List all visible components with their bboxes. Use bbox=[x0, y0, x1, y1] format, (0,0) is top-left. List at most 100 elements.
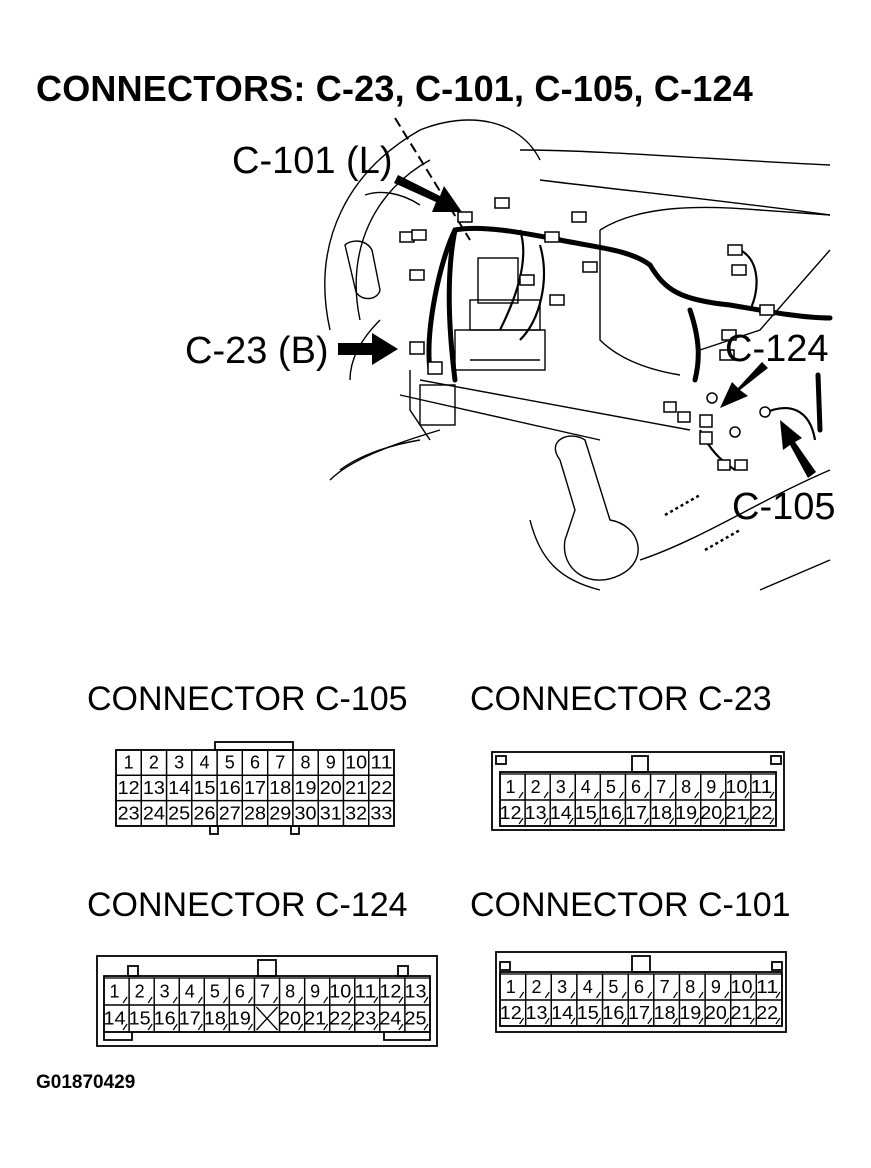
connector-c101-pin-notch bbox=[647, 1017, 653, 1025]
connector-c105-pin-number: 26 bbox=[193, 803, 215, 823]
connector-c105-pin-number: 4 bbox=[199, 753, 209, 773]
connector-c101-pin-number: 18 bbox=[654, 1003, 676, 1023]
connector-c101-pin-notch bbox=[519, 991, 525, 999]
connector-c23-pin-number: 14 bbox=[550, 803, 572, 823]
connector-c23-pin-notch bbox=[744, 791, 750, 799]
connector-c101-pin-notch bbox=[698, 991, 704, 999]
connector-c124-pin-number: 4 bbox=[185, 982, 195, 1002]
connector-c23-pin-notch bbox=[644, 791, 650, 799]
connector-c124-pin-notch bbox=[323, 996, 329, 1004]
connector-c101-pin-notch bbox=[544, 991, 550, 999]
connector-c124-pin-number: 11 bbox=[354, 982, 376, 1002]
connector-c105-pin-number: 8 bbox=[301, 753, 311, 773]
connector-c124-pin-number: 1 bbox=[110, 982, 120, 1002]
connector-c23-pin-number: 7 bbox=[656, 777, 666, 797]
connector-c105-pin-number: 12 bbox=[118, 778, 140, 798]
connector-c124-pin-notch bbox=[247, 996, 253, 1004]
connector-c101-pin-number: 17 bbox=[628, 1003, 650, 1023]
connector-c23-pin-notch bbox=[618, 791, 624, 799]
connector-c23-pin-number: 18 bbox=[650, 803, 672, 823]
connector-c124-pin-number: 22 bbox=[329, 1009, 351, 1029]
connector-c101-pin-number: 7 bbox=[660, 977, 670, 997]
connector-c101-pin-number: 14 bbox=[551, 1003, 573, 1023]
connector-c23-pin-number: 17 bbox=[625, 803, 647, 823]
connector-c101-pin-notch bbox=[544, 1017, 550, 1025]
connector-c23-pin-number: 13 bbox=[525, 803, 547, 823]
connector-c23-pin-notch bbox=[518, 817, 524, 825]
connector-c124-pin-number: 2 bbox=[135, 982, 145, 1002]
connector-c105-pin-number: 1 bbox=[124, 753, 134, 773]
connector-c101-pin-notch bbox=[672, 1017, 678, 1025]
connector-c23-pin-notch bbox=[593, 817, 599, 825]
connector-c124-pin-notch bbox=[147, 996, 153, 1004]
connector-c124-pin-number: 15 bbox=[129, 1009, 151, 1029]
connector-c23-pin-number: 6 bbox=[631, 777, 641, 797]
figure-id: G01870429 bbox=[36, 1072, 136, 1093]
connector-c101-pin-number: 9 bbox=[711, 977, 721, 997]
connector-c101-pin-notch bbox=[775, 1017, 781, 1025]
connector-c23-pin-notch bbox=[719, 817, 725, 825]
connector-c124-pin-number: 23 bbox=[354, 1009, 376, 1029]
connector-c101-pin-notch bbox=[698, 1017, 704, 1025]
connector-c105-pin-number: 3 bbox=[174, 753, 184, 773]
connector-c23-pin-number: 3 bbox=[556, 777, 566, 797]
connector-c101-pin-notch bbox=[749, 1017, 755, 1025]
connector-c124-pin-notch bbox=[373, 1023, 379, 1031]
connector-c105-pin-number: 11 bbox=[370, 753, 392, 773]
connector-c23-pin-notch bbox=[543, 791, 549, 799]
connector-c23-pin-notch bbox=[644, 817, 650, 825]
connector-c101-pin-number: 2 bbox=[531, 977, 541, 997]
connector-c101-pin-notch bbox=[749, 991, 755, 999]
connector-c124-pin-number: 25 bbox=[404, 1009, 426, 1029]
connector-c23-pin-notch bbox=[593, 791, 599, 799]
connector-c101-pin-notch bbox=[570, 1017, 576, 1025]
connector-c124-pin-notch bbox=[423, 996, 429, 1004]
connector-c23-title: CONNECTOR C-23 bbox=[470, 680, 772, 718]
connector-c124-pin-number: 20 bbox=[279, 1009, 301, 1029]
connector-c101-pin-number: 20 bbox=[705, 1003, 727, 1023]
connector-c101-pin-number: 22 bbox=[756, 1003, 778, 1023]
connector-c124-pin-notch bbox=[247, 1023, 253, 1031]
connector-c105-pin-number: 30 bbox=[295, 803, 317, 823]
connector-c23-pin-number: 10 bbox=[725, 777, 747, 797]
connector-c101-pin-number: 10 bbox=[731, 977, 753, 997]
callout-c105: C-105 bbox=[732, 486, 836, 528]
connector-c124-pin-number: 3 bbox=[160, 982, 170, 1002]
page-title: CONNECTORS: C-23, C-101, C-105, C-124 bbox=[36, 68, 753, 109]
connector-c124-pin-notch bbox=[348, 1023, 354, 1031]
connector-c23-pin-notch bbox=[568, 817, 574, 825]
connector-c23-pin-notch bbox=[719, 791, 725, 799]
connector-c105-pin-number: 10 bbox=[345, 753, 367, 773]
connector-c105-pin-number: 22 bbox=[370, 778, 392, 798]
connector-c105-pin-number: 24 bbox=[143, 803, 165, 823]
connector-c124-pin-number: 10 bbox=[329, 982, 351, 1002]
connector-c105-pin-number: 15 bbox=[193, 778, 215, 798]
connector-c105-pin-number: 16 bbox=[219, 778, 241, 798]
connector-c124-pin-notch bbox=[197, 996, 203, 1004]
connector-c101-pin-number: 12 bbox=[500, 1003, 522, 1023]
connector-c23-pin-notch bbox=[769, 817, 775, 825]
connector-c124-pin-notch bbox=[398, 996, 404, 1004]
connector-c23-pin-cell bbox=[750, 799, 777, 827]
connector-c101-pin-number: 16 bbox=[602, 1003, 624, 1023]
connector-c105-pin-number: 6 bbox=[250, 753, 260, 773]
connector-c105-pin-number: 9 bbox=[326, 753, 336, 773]
connector-c124-pin-notch bbox=[423, 1023, 429, 1031]
connector-c23-pin-notch bbox=[769, 791, 775, 799]
connector-c23-pin-number: 8 bbox=[681, 777, 691, 797]
connector-c124-pin-notch bbox=[122, 996, 128, 1004]
connector-c101-pin-number: 6 bbox=[634, 977, 644, 997]
connector-c101-pin-number: 19 bbox=[679, 1003, 701, 1023]
connector-c124-pin-notch bbox=[298, 1023, 304, 1031]
connector-c124-pin-notch bbox=[222, 1023, 228, 1031]
connector-c101-pin-notch bbox=[775, 991, 781, 999]
connector-c124-pin-notch bbox=[373, 996, 379, 1004]
connector-c101-pin-notch bbox=[596, 991, 602, 999]
connector-c124-pin-notch bbox=[147, 1023, 153, 1031]
connector-c105-pin-number: 31 bbox=[320, 803, 342, 823]
connector-c105-pin-number: 33 bbox=[370, 803, 392, 823]
connector-c23-pin-number: 15 bbox=[575, 803, 597, 823]
connector-c23-pin-number: 2 bbox=[531, 777, 541, 797]
connector-c124-pin-cell bbox=[404, 1004, 431, 1033]
